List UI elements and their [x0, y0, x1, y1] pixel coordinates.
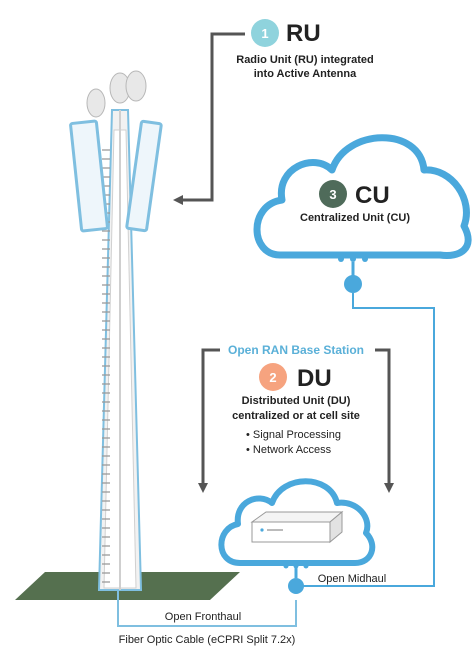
fiber-optic-cable-line: [117, 590, 297, 627]
base-station-bracket: [198, 348, 394, 493]
cu-description: Centralized Unit (CU): [300, 212, 410, 224]
ru-description-line2: into Active Antenna: [254, 68, 357, 80]
cu-connector-node: [344, 275, 362, 293]
base-station-label: Open RAN Base Station: [228, 343, 364, 357]
cu-title: CU: [355, 182, 390, 209]
du-connector-node: [288, 578, 304, 594]
ru-label: 1 RU Radio Unit (RU) integrated into Act…: [236, 19, 374, 80]
du-number: 2: [269, 370, 276, 385]
cu-number: 3: [329, 187, 336, 202]
ru-description-line1: Radio Unit (RU) integrated: [236, 54, 374, 66]
active-antenna-left: [69, 119, 109, 233]
fiber-optic-label: Fiber Optic Cable (eCPRI Split 7.2x): [119, 634, 296, 646]
cu-label: 3 CU Centralized Unit (CU): [300, 180, 410, 224]
microwave-dishes: [86, 70, 147, 118]
active-antenna-right: [125, 119, 163, 233]
cu-cloud: [253, 134, 472, 293]
du-bullet: • Signal Processing: [246, 429, 341, 441]
fronthaul-label: Open Fronthaul: [165, 611, 241, 623]
midhaul-label: Open Midhaul: [318, 573, 387, 585]
ru-number-badge: [251, 19, 279, 47]
midhaul-line: [302, 293, 435, 587]
du-server-icon: [250, 510, 344, 544]
du-title: DU: [297, 365, 332, 392]
du-number-badge: [259, 363, 287, 391]
ru-arrow: [173, 32, 245, 205]
du-description-line1: Distributed Unit (DU): [242, 395, 351, 407]
ru-title: RU: [286, 20, 321, 47]
du-bullet: • Network Access: [246, 444, 332, 456]
du-label: 2 DU Distributed Unit (DU) centralized o…: [232, 363, 360, 456]
du-description-line2: centralized or at cell site: [232, 410, 360, 422]
cu-number-badge: [319, 180, 347, 208]
ru-number: 1: [261, 26, 268, 41]
